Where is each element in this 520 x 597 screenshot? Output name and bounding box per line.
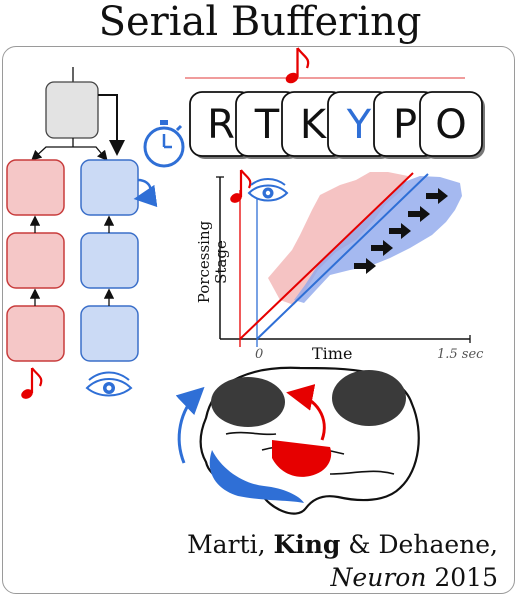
citation-line1: Marti, King & Dehaene, <box>187 530 498 559</box>
visual-region <box>209 450 304 503</box>
timing-plot <box>216 169 471 347</box>
music-note-icon <box>230 169 252 203</box>
blue-box-bottom <box>80 305 139 362</box>
buffer-to-blue-arrow <box>98 94 125 156</box>
music-note-icon <box>21 367 43 399</box>
red-activity-band <box>268 172 408 305</box>
red-brain-arrow <box>286 384 326 441</box>
y-axis-label-line2: Stage <box>212 240 230 284</box>
red-box-middle <box>6 232 65 289</box>
eye-icon <box>247 178 289 202</box>
letter-r: R <box>207 102 235 148</box>
blue-brain-arrow <box>175 386 205 464</box>
y-axis-label: Porcessing Stage <box>195 207 230 317</box>
parietal-region <box>332 370 406 426</box>
central-buffer-box <box>45 81 99 139</box>
buffer-arrows <box>354 188 448 274</box>
frontal-region <box>211 377 285 427</box>
red-box-top <box>6 159 65 216</box>
blue-box-middle <box>80 232 139 289</box>
citation-authors-c: & Dehaene, <box>340 530 498 559</box>
tick-end: 1.5 sec <box>437 347 484 362</box>
music-note-icon <box>285 47 310 84</box>
blue-diagonal <box>256 173 429 340</box>
split-left-arrow <box>31 146 73 161</box>
citation-journal: Neuron <box>330 563 427 592</box>
letter-o: O <box>435 102 466 148</box>
red-box-bottom <box>6 305 65 362</box>
stopwatch-icon <box>143 120 185 168</box>
tick-zero: 0 <box>255 347 264 362</box>
letter-p: P <box>393 102 417 148</box>
x-axis-label: Time <box>312 344 353 363</box>
y-axis-label-line1: Porcessing <box>195 220 213 304</box>
red-diagonal <box>239 172 414 340</box>
letter-y: Y <box>346 102 372 148</box>
auditory-region <box>272 440 332 477</box>
page-title: Serial Buffering <box>98 0 422 45</box>
eye-icon <box>85 371 133 397</box>
citation-authors-b: King <box>273 530 341 559</box>
figure-panel <box>2 46 515 594</box>
split-right-arrow <box>73 146 108 161</box>
citation-authors-a: Marti, <box>187 530 274 559</box>
brain-illustration <box>175 366 420 515</box>
processing-network <box>6 67 158 362</box>
blue-box-top <box>80 159 139 216</box>
letter-t: T <box>254 102 280 148</box>
letter-tile-o: O <box>419 91 485 159</box>
letter-k: K <box>300 102 328 148</box>
blue-self-loop-arrow <box>133 178 158 208</box>
citation-year: 2015 <box>426 563 498 592</box>
citation-line2: Neuron 2015 <box>331 563 498 592</box>
